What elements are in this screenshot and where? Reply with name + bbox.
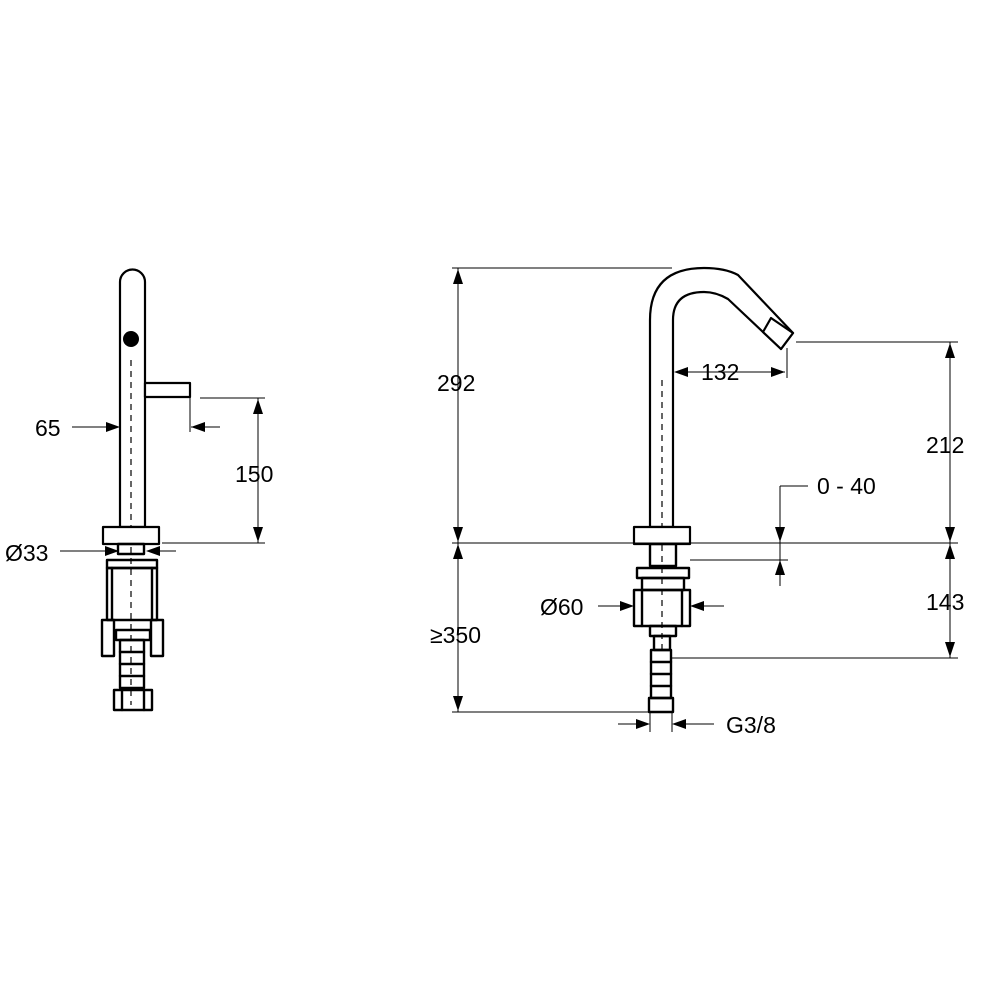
dim-65-label: 65 [35,415,61,441]
lever-handle [143,381,192,399]
side-view: 65 150 Ø33 [5,268,273,712]
dim-g38-label: G3/8 [726,712,776,738]
dim-350-label: ≥350 [430,622,481,648]
curved-spout [648,266,795,529]
sensor-dot [123,331,139,347]
dim-132-label: 132 [701,359,739,385]
dim-212-label: 212 [926,432,964,458]
spout-outlet [761,316,795,351]
base-collar [101,525,161,546]
front-mounting-hardware [632,542,692,714]
front-view: 292 132 212 0 - 40 Ø60 143 [430,266,964,738]
dim-292-label: 292 [437,370,475,396]
dim-143-label: 143 [926,589,964,615]
dim-150-label: 150 [235,461,273,487]
front-base-collar [632,525,692,546]
mounting-hardware [100,542,165,712]
dim-0-40-label: 0 - 40 [817,473,876,499]
spout-body [118,268,147,529]
dim-o60-label: Ø60 [540,594,583,620]
dim-o33-label: Ø33 [5,540,48,566]
